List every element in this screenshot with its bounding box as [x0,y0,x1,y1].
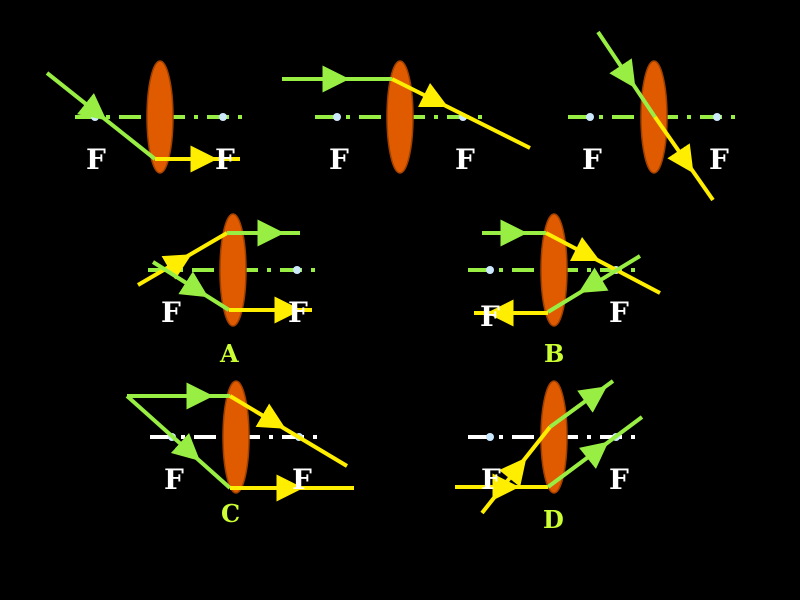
option-label-a: A [219,339,239,368]
focus-point-right [293,266,301,274]
option-label-b: B [544,339,564,368]
focal-label-right: F [215,143,235,176]
focal-label-right: F [288,296,308,329]
ray-arrow [577,386,608,413]
ray-arrow [170,432,201,462]
option-label-d: D [543,505,564,534]
focal-label-left: F [161,296,181,329]
ray-arrow [499,457,527,487]
focal-label-left: F [582,143,602,176]
diagram-option-a: F F A [136,213,320,368]
focus-point-left [486,433,494,441]
focal-label-right: F [292,463,312,496]
convex-lens [219,213,247,327]
focal-label-right: F [609,463,629,496]
focus-point-left [586,113,594,121]
ray-arrow [255,403,286,429]
incident-ray-upper [136,231,229,287]
ray-arrow [417,82,449,108]
diagram-top-middle: F F [282,60,531,176]
ray-arrow [569,236,601,262]
diagram-option-d: F F D [455,379,644,534]
convex-lens [222,380,250,494]
focal-label-left: F [329,143,349,176]
ray-arrow [77,93,107,121]
diagram-option-b: F F B [468,213,661,368]
diagram-top-right: F F [568,30,740,202]
refracted-ray-upper [545,231,661,295]
ray-arrow [579,441,609,469]
focal-label-left: F [480,300,500,333]
convex-lens [386,60,414,174]
focal-label-right: F [455,143,475,176]
focal-label-right: F [709,143,729,176]
ray-arrow [161,254,192,280]
focal-label-left: F [164,463,184,496]
focal-label-right: F [609,296,629,329]
diagram-option-c: F F C [125,380,354,528]
diagram-top-left: F F [45,60,247,176]
refracted-ray-upper [228,394,349,468]
ray-arrow [178,271,209,298]
focus-point-left [486,266,494,274]
focal-label-left: F [481,463,501,496]
focus-point-right [219,113,227,121]
focus-point-right [713,113,721,121]
convex-lens [146,60,174,174]
refracted-ray [391,77,531,150]
ray-arrow [609,58,636,89]
focus-point-left [333,113,341,121]
ray-arrow [667,143,694,174]
option-label-c: C [221,499,240,528]
ray-arrow [578,267,609,293]
focal-label-left: F [86,143,106,176]
